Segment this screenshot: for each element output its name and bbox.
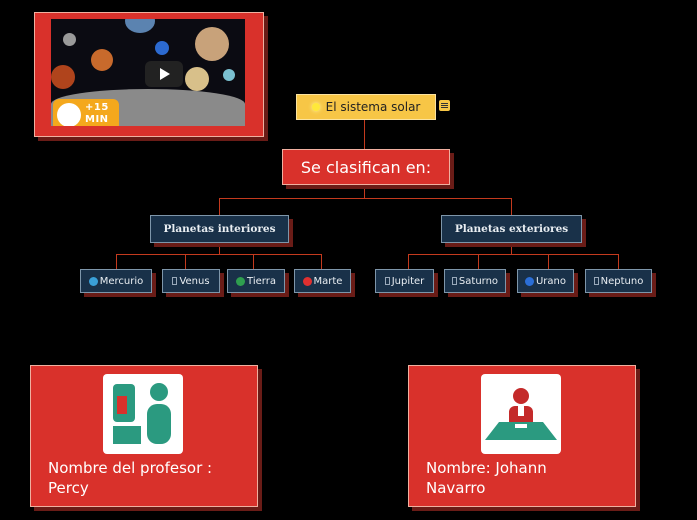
connector-inner-bar — [116, 254, 322, 255]
duration-badge: +15 MIN — [53, 99, 119, 126]
planet-label: Urano — [535, 275, 566, 287]
planet-label: Tierra — [247, 275, 276, 287]
teacher-card[interactable]: Nombre del profesor : Percy — [30, 365, 258, 507]
connector-leaf-3 — [253, 254, 254, 269]
venus-image — [91, 49, 113, 71]
mercury-image — [63, 33, 76, 46]
planet-node-neptuno[interactable]: Neptuno — [585, 269, 652, 293]
placeholder-icon — [593, 277, 599, 285]
student-name: Nombre: Johann Navarro — [426, 459, 547, 497]
placeholder-icon — [384, 277, 390, 285]
neptune-image — [155, 41, 169, 55]
video-card[interactable]: +15 MIN — [34, 12, 264, 137]
jupiter-image — [195, 27, 229, 61]
planet-label: Marte — [313, 275, 343, 287]
group-node-outer[interactable]: Planetas exteriores — [441, 215, 582, 243]
saturn-image — [185, 67, 209, 91]
globe-icon — [88, 276, 98, 286]
student-desk-icon — [481, 374, 561, 454]
group-label: Planetas exteriores — [454, 223, 569, 235]
connector-classify-down — [364, 184, 365, 198]
root-node[interactable]: El sistema solar — [296, 94, 436, 120]
connector-group1-up — [219, 198, 220, 215]
teacher-name: Nombre del profesor : Percy — [48, 459, 213, 497]
teacher-icon — [103, 374, 183, 454]
placeholder-icon — [451, 277, 457, 285]
play-icon — [160, 68, 170, 80]
smiley-icon — [57, 103, 81, 126]
planet-label: Mercurio — [99, 275, 144, 287]
mars-image — [51, 65, 75, 89]
connector-leaf-2 — [185, 254, 186, 269]
group-node-inner[interactable]: Planetas interiores — [150, 215, 289, 243]
uranus-image — [223, 69, 235, 81]
classify-label: Se clasifican en: — [300, 157, 432, 177]
connector-group2-up — [511, 198, 512, 215]
earth-icon — [236, 276, 246, 286]
group-label: Planetas interiores — [163, 223, 276, 235]
connector-leaf-1 — [116, 254, 117, 269]
connector-leaf-6 — [478, 254, 479, 269]
connector-leaf-7 — [548, 254, 549, 269]
planet-node-saturno[interactable]: Saturno — [444, 269, 506, 293]
blue-circle-icon — [524, 276, 534, 286]
planet-node-mercurio[interactable]: Mercurio — [80, 269, 152, 293]
duration-line1: +15 — [85, 102, 109, 113]
planet-node-tierra[interactable]: Tierra — [227, 269, 285, 293]
red-circle-icon — [302, 276, 312, 286]
play-button[interactable] — [145, 61, 183, 87]
connector-groups-bar — [219, 198, 511, 199]
planet-label: Venus — [179, 275, 210, 287]
connector-group2-down — [511, 242, 512, 254]
planet-label: Saturno — [458, 275, 499, 287]
placeholder-icon — [172, 277, 178, 285]
connector-leaf-4 — [321, 254, 322, 269]
connector-leaf-8 — [618, 254, 619, 269]
planet-node-urano[interactable]: Urano — [517, 269, 574, 293]
root-label: El sistema solar — [325, 100, 421, 114]
video-thumbnail[interactable]: +15 MIN — [51, 19, 245, 126]
planet-node-marte[interactable]: Marte — [294, 269, 351, 293]
planet-label: Neptuno — [600, 275, 644, 287]
connector-outer-bar — [408, 254, 619, 255]
planet-label: Jupiter — [391, 275, 425, 287]
connector-root-classify — [364, 119, 365, 149]
earth-image — [125, 19, 155, 33]
notes-icon[interactable] — [439, 100, 450, 111]
planet-node-venus[interactable]: Venus — [162, 269, 220, 293]
duration-line2: MIN — [85, 114, 109, 125]
classify-node[interactable]: Se clasifican en: — [282, 149, 450, 185]
connector-leaf-5 — [408, 254, 409, 269]
connector-group1-down — [219, 242, 220, 254]
student-card[interactable]: Nombre: Johann Navarro — [408, 365, 636, 507]
planet-node-jupiter[interactable]: Jupiter — [375, 269, 434, 293]
duration-text: +15 MIN — [85, 102, 109, 126]
sun-icon — [311, 103, 320, 111]
